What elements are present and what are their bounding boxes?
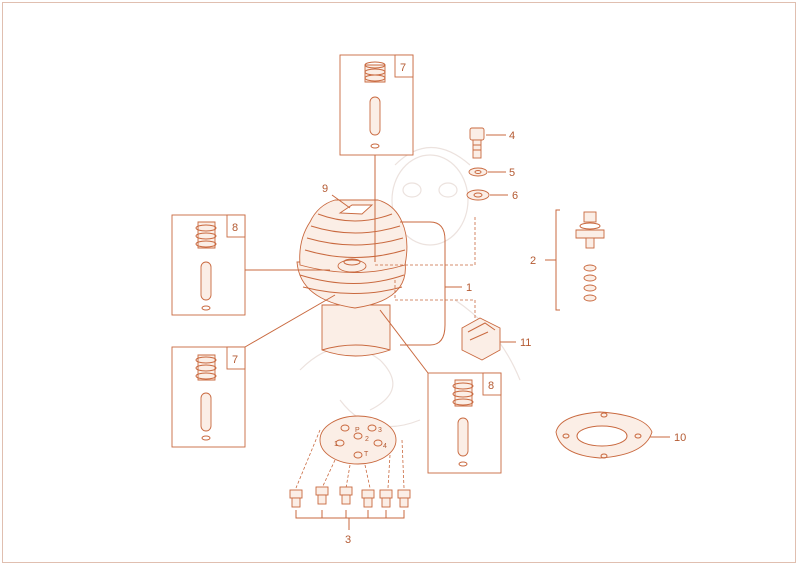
port-label-t: T bbox=[364, 451, 369, 458]
port-label-3: 3 bbox=[378, 427, 382, 434]
leader-8-right bbox=[379, 309, 429, 374]
callout-11: 11 bbox=[520, 337, 531, 349]
port-label-1: 1 bbox=[334, 441, 338, 448]
callout-1: 1 bbox=[466, 282, 472, 294]
part-box-8-left bbox=[171, 214, 246, 316]
dashed-connector-right bbox=[394, 280, 476, 318]
leader-9 bbox=[331, 194, 351, 209]
leader-7-bottom bbox=[244, 294, 336, 348]
callout-4: 4 bbox=[509, 130, 515, 142]
callout-9: 9 bbox=[322, 183, 328, 195]
part-4-screw bbox=[469, 127, 485, 159]
port-plate: P 3 1 2 4 T bbox=[319, 415, 397, 465]
callout-3: 3 bbox=[345, 534, 351, 546]
port-label-p: P bbox=[355, 427, 360, 434]
port-dashed-lines bbox=[295, 429, 405, 489]
part-box-7-top bbox=[339, 54, 414, 156]
part-11-clip bbox=[461, 317, 501, 361]
callout-2: 2 bbox=[530, 255, 536, 267]
callout-10: 10 bbox=[674, 432, 686, 444]
part-box-7-bottom bbox=[171, 346, 246, 448]
dashed-connector-top bbox=[375, 215, 476, 266]
callout-6: 6 bbox=[512, 190, 518, 202]
part-5-washer bbox=[468, 167, 488, 177]
callout-8-left: 8 bbox=[232, 222, 238, 234]
fittings-3 bbox=[289, 486, 411, 508]
callout-5: 5 bbox=[509, 167, 515, 179]
port-label-4: 4 bbox=[383, 443, 387, 450]
part-2-kit bbox=[545, 209, 605, 311]
joystick-body bbox=[296, 199, 408, 357]
callout-8-right: 8 bbox=[488, 380, 494, 392]
callout-7-top: 7 bbox=[400, 62, 406, 74]
part-10-flange bbox=[555, 411, 653, 459]
callout-7-bottom: 7 bbox=[232, 354, 238, 366]
port-label-2: 2 bbox=[365, 436, 369, 443]
part-box-8-right bbox=[427, 372, 502, 474]
bracket-1 bbox=[400, 221, 462, 346]
bracket-3 bbox=[295, 510, 405, 530]
part-6-washer bbox=[466, 189, 490, 201]
